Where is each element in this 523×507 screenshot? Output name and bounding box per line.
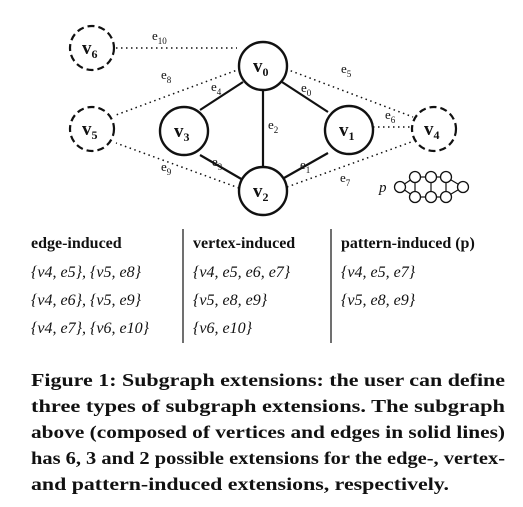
node-v1: v1: [323, 104, 375, 156]
node-v4: v4: [410, 105, 458, 153]
pattern-label: p: [378, 180, 387, 196]
cell-pattern-induced-1: {v5, e8, e9}: [341, 292, 416, 309]
edge-label-e7: e7: [340, 170, 351, 188]
edge-label-e3: e3: [212, 154, 223, 172]
caption-line: Figure 1: Subgraph extensions: the user …: [31, 370, 505, 390]
node-v0: v0: [237, 40, 289, 92]
cell-edge-induced-1: {v4, e6}, {v5, e9}: [31, 292, 142, 309]
node-v6: v6: [68, 24, 116, 72]
caption-line: and pattern-induced extensions, respecti…: [31, 474, 449, 494]
cell-edge-induced-2: {v4, e7}, {v6, e10}: [31, 320, 150, 337]
edge-e1: [283, 152, 329, 179]
header-vertex-induced: vertex-induced: [193, 235, 295, 252]
edge-e4: [199, 81, 244, 111]
edge-label-e8: e8: [161, 67, 172, 85]
header-pattern-induced: pattern-induced (p): [341, 235, 475, 252]
edge-e3: [199, 154, 244, 181]
graph: e10 e8 e4 e0 e5 e2 e6 e3 e1 e9 e7 v0 v1 …: [68, 24, 458, 217]
caption-line: has 6, 3 and 2 possible extensions for t…: [31, 448, 505, 468]
svg-text:v6: v6: [82, 38, 98, 61]
header-edge-induced: edge-induced: [31, 235, 122, 252]
edge-e9: [115, 142, 240, 189]
cell-vertex-induced-2: {v6, e10}: [193, 320, 253, 337]
cell-vertex-induced-1: {v5, e8, e9}: [193, 292, 268, 309]
extensions-table: edge-induced vertex-induced pattern-indu…: [31, 229, 475, 343]
svg-text:v3: v3: [174, 121, 190, 144]
figure-caption: Figure 1: Subgraph extensions: the user …: [31, 370, 505, 494]
edge-label-e10: e10: [152, 28, 167, 46]
caption-line: above (composed of vertices and edges in…: [31, 422, 505, 443]
svg-text:v2: v2: [253, 181, 269, 204]
edge-label-e6: e6: [385, 107, 396, 125]
node-v3: v3: [158, 105, 210, 157]
svg-text:v5: v5: [82, 119, 98, 142]
pattern-glyph: p: [378, 170, 470, 204]
edge-label-e9: e9: [161, 159, 172, 177]
cell-pattern-induced-0: {v4, e5, e7}: [341, 264, 416, 281]
edge-e0: [281, 81, 329, 113]
node-v5: v5: [68, 105, 116, 153]
edge-label-e1: e1: [300, 157, 310, 175]
svg-text:v0: v0: [253, 56, 269, 79]
edge-e8: [115, 68, 241, 116]
node-v2: v2: [237, 165, 289, 217]
cell-vertex-induced-0: {v4, e5, e6, e7}: [193, 264, 291, 281]
edge-label-e4: e4: [211, 79, 222, 97]
cell-edge-induced-0: {v4, e5}, {v5, e8}: [31, 264, 142, 281]
svg-text:v1: v1: [339, 120, 355, 143]
edge-label-e0: e0: [301, 80, 312, 98]
caption-line: three types of subgraph extensions. The …: [31, 396, 505, 416]
edge-label-e2: e2: [268, 117, 278, 135]
edge-label-e5: e5: [341, 61, 352, 79]
svg-text:v4: v4: [424, 119, 440, 142]
